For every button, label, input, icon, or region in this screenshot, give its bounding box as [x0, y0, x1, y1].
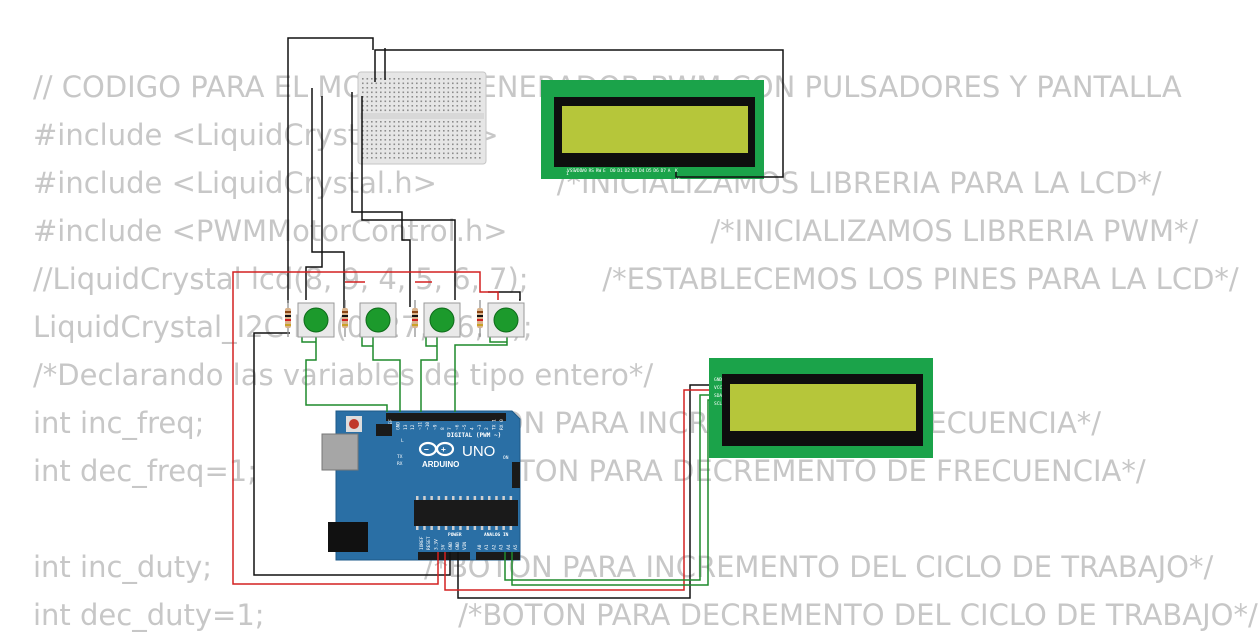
lcd-pin-label: SDA — [714, 393, 722, 399]
arduino-pin-label: 2 — [484, 427, 490, 430]
lcd-pin-label: D2 — [625, 168, 631, 174]
arduino-pin-label: GND — [395, 422, 401, 430]
analog-label: ANALOG IN — [484, 532, 509, 538]
resistor-2 — [342, 300, 348, 337]
lcd-screen — [562, 106, 748, 153]
wires-red — [232, 271, 709, 591]
lcd-pin-label: GND — [714, 377, 722, 383]
code-line: #include <PWMMotorControl.h> /*INICIALIZ… — [33, 214, 1199, 248]
arduino-analog-pin-label: A3 — [499, 544, 505, 550]
usb-connector — [321, 433, 359, 471]
lcd-pin-label: D4 — [639, 168, 645, 174]
reset-button — [349, 419, 359, 429]
lcd-pin-label: RS — [589, 168, 595, 174]
resistor-4 — [477, 300, 483, 337]
lcd-pin-label: K — [675, 168, 678, 174]
arduino-pin-label: ~6 — [455, 424, 461, 430]
arduino-analog-pin-label: A4 — [506, 544, 512, 550]
digital-header — [386, 413, 506, 421]
lcd-pin-label: D1 — [617, 168, 623, 174]
arduino-power-pin-label: GND — [448, 542, 454, 550]
arduino-pin-label: ~5 — [462, 424, 468, 430]
arduino-pin-label: ~3 — [477, 424, 483, 430]
lcd-pin-label: VSS — [567, 168, 575, 174]
lcd-pin-number: 1 — [566, 171, 569, 177]
arduino-pin-label: ~9 — [432, 424, 438, 430]
wires-black — [253, 37, 784, 599]
arduino-pin-label: 8 — [440, 427, 446, 430]
led-label: L — [401, 438, 404, 444]
code-line: //LiquidCrystal lcd(8, 9, 4, 5, 6, 7); /… — [33, 262, 1239, 296]
arduino-power-pin-label: IOREF — [419, 536, 425, 550]
power-header — [418, 552, 470, 560]
resistor-3 — [412, 300, 418, 337]
lcd-pin-label: A — [668, 168, 671, 174]
arduino-pin-label: 13 — [403, 424, 409, 430]
pushbutton-4 — [487, 302, 525, 338]
lcd-pin-label: D3 — [632, 168, 638, 174]
svg-text:−: − — [424, 445, 429, 454]
arduino-analog-pin-label: A0 — [477, 544, 483, 550]
led-label: ON — [503, 455, 509, 461]
arduino-power-pin-label: RESET — [426, 536, 432, 550]
arduino-pin-label: 12 — [410, 424, 416, 430]
lcd-pin-label: RW — [596, 168, 602, 174]
svg-text:+: + — [441, 445, 446, 454]
breadboard — [357, 71, 487, 165]
code-line: int dec_duty=1; /*BOTON PARA DECREMENTO … — [33, 598, 1258, 632]
code-line: /*Declarando las variables de tipo enter… — [33, 358, 654, 392]
arduino-power-pin-label: 3.3V — [433, 539, 439, 550]
power-label: POWER — [448, 532, 462, 538]
pushbutton-2 — [359, 302, 397, 338]
arduino-infinity-icon: − + — [418, 441, 455, 457]
wires-green — [301, 335, 709, 586]
arduino-analog-pin-label: A1 — [484, 544, 490, 550]
arduino-pin-label: RX 0 — [499, 419, 505, 430]
pushbutton-1 — [297, 302, 335, 338]
arduino-pin-label: TX 1 — [492, 419, 498, 430]
lcd-pin-label: D6 — [653, 168, 659, 174]
arduino-power-pin-label: VIN — [462, 542, 468, 550]
pushbutton-3 — [423, 302, 461, 338]
lcd-i2c: GND VCC SDA SCL — [709, 358, 933, 458]
lcd-pin-label: SCL — [714, 401, 722, 407]
lcd-pin-label: E — [603, 168, 606, 174]
arduino-pin-label: 4 — [469, 427, 475, 430]
arduino-power-pin-label: GND — [455, 542, 461, 550]
lcd-screen — [730, 384, 916, 431]
power-jack — [328, 522, 368, 552]
arduino-analog-pin-label: A5 — [513, 544, 519, 550]
atmega-chip — [414, 500, 518, 526]
lcd-pin-label: V0 — [581, 168, 587, 174]
lcd-pin-number: 16 — [675, 176, 681, 182]
arduino-pin-label: ~11 — [418, 422, 424, 430]
lcd-pin-label: VDD — [574, 168, 582, 174]
led-label: RX — [397, 461, 403, 467]
lcd-pin-label: D0 — [610, 168, 616, 174]
arduino-pin-label: ~10 — [425, 422, 431, 430]
arduino-power-pin-label: 5V — [441, 544, 447, 550]
arduino-analog-pin-label: A2 — [491, 544, 497, 550]
led-label: TX — [397, 454, 403, 460]
lcd-pin-label: D7 — [661, 168, 667, 174]
board-model: UNO — [462, 443, 495, 460]
resistor-1 — [285, 300, 291, 337]
digital-label: DIGITAL (PWM ~) — [447, 432, 501, 439]
board-brand: ARDUINO — [422, 460, 459, 469]
arduino-pin-label: 7 — [447, 427, 453, 430]
analog-header — [476, 552, 520, 560]
lcd-pin-label: VCC — [714, 385, 722, 391]
lcd-pin-label: D5 — [646, 168, 652, 174]
